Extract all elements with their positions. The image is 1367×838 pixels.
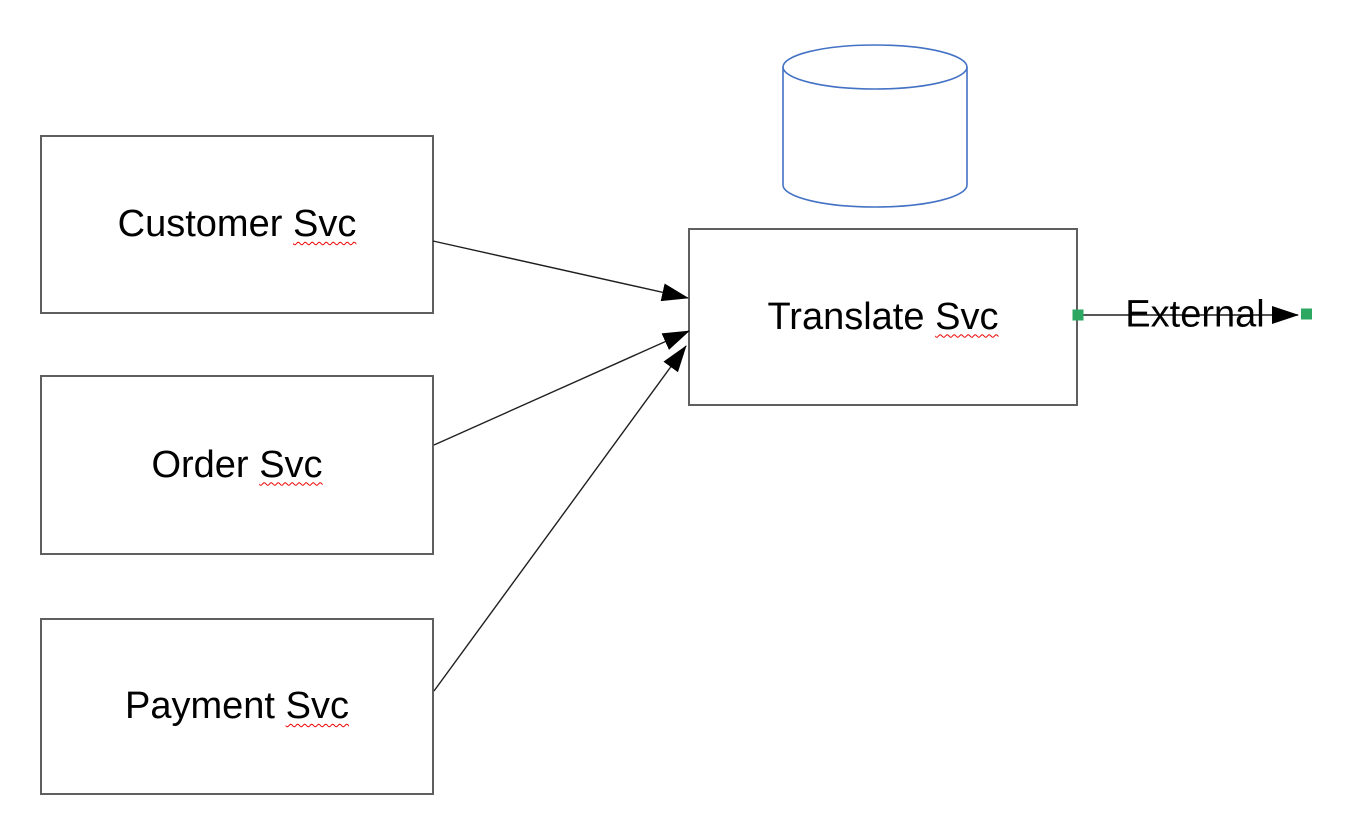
node-order-label-misspelled-word: Svc — [259, 443, 323, 486]
node-customer-label-word: Customer — [117, 203, 283, 245]
connector-order-to-translate[interactable] — [433, 330, 690, 446]
node-translate-label-misspelled-word: Svc — [935, 295, 999, 338]
database-cylinder-icon[interactable] — [782, 44, 968, 208]
node-order-label-word: Order — [151, 443, 249, 486]
connector-customer-to-translate[interactable] — [432, 240, 689, 302]
connector-label-external[interactable]: External — [1125, 293, 1265, 336]
connector-endpoint-handle-end[interactable] — [1301, 308, 1312, 320]
node-payment-label-word: Payment — [125, 685, 275, 727]
node-payment-label-misspelled-word: Svc — [285, 685, 349, 727]
node-customer-label-misspelled-word: Svc — [292, 203, 357, 245]
connector-payment-to-translate[interactable] — [433, 345, 687, 692]
node-translate-label-word: Translate — [767, 295, 925, 338]
